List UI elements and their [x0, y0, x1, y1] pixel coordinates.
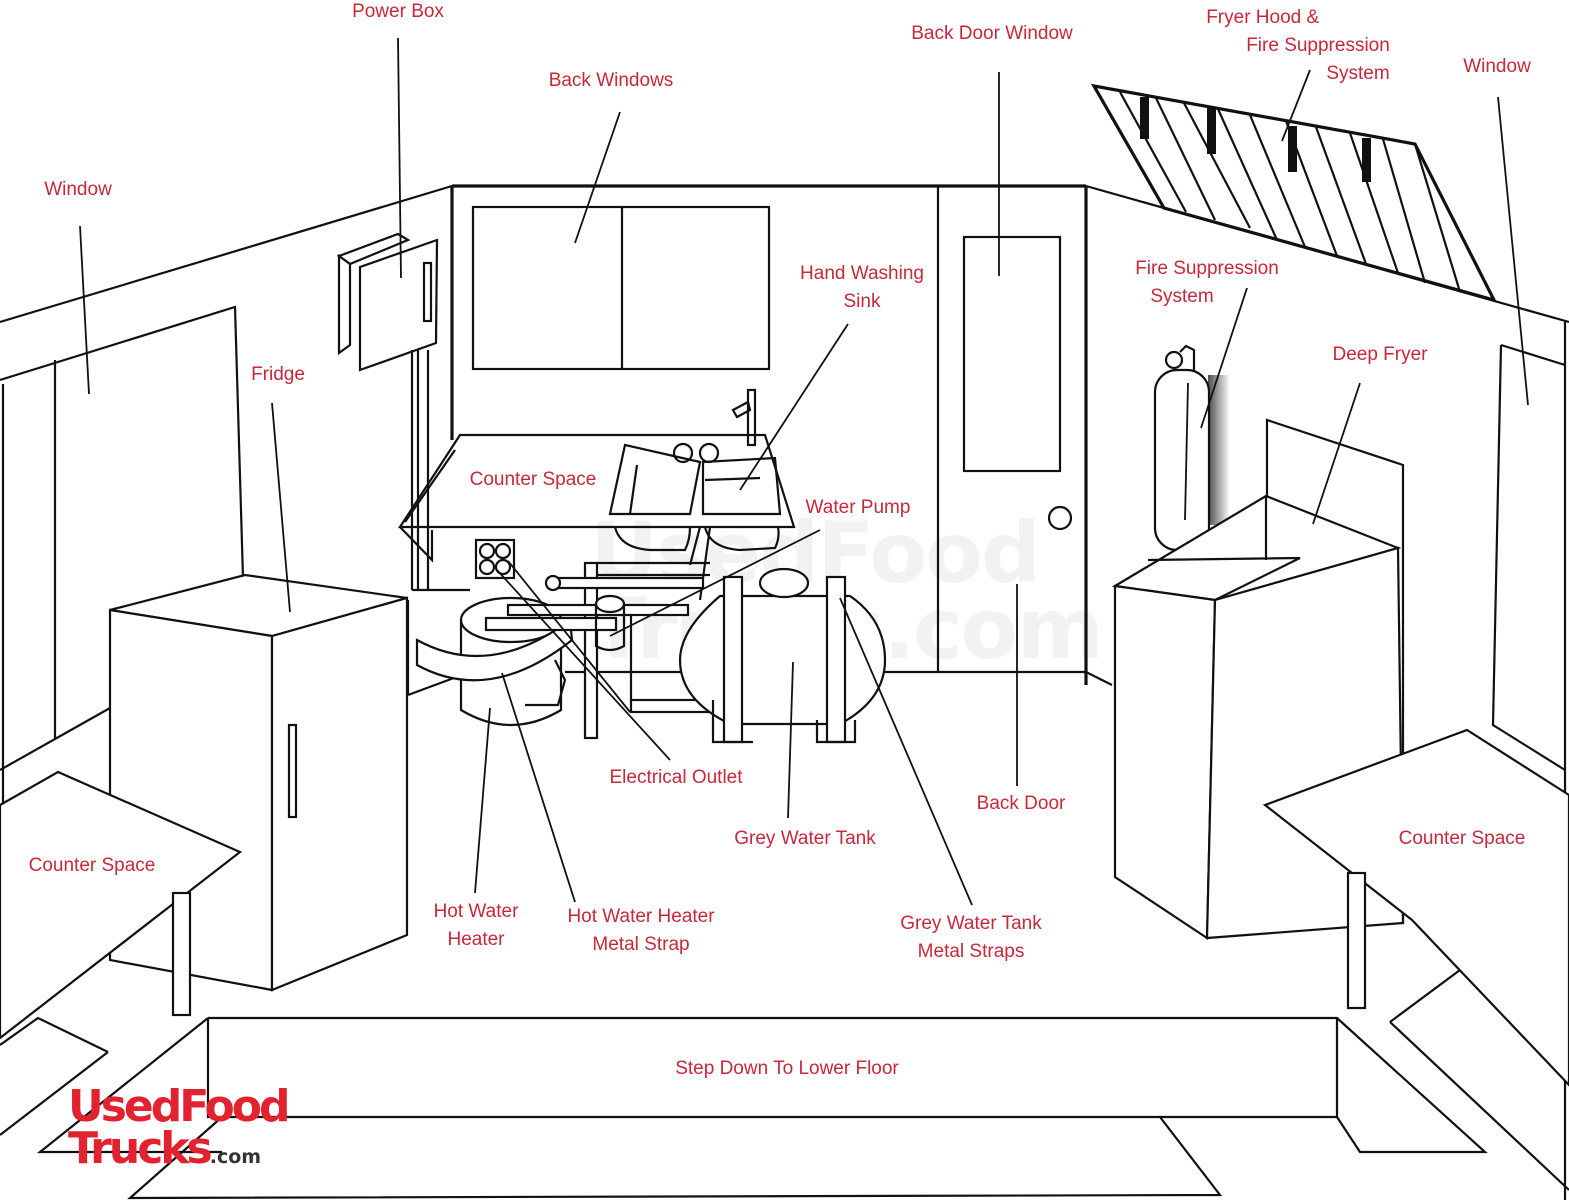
label-power-box: Power Box: [352, 1, 444, 22]
logo-line2: Trucks.com: [68, 1127, 287, 1178]
brand-logo: UsedFood Trucks.com: [68, 1081, 290, 1178]
fryer-hood: [1090, 83, 1498, 303]
logo-suffix: .com: [209, 1146, 262, 1168]
label-deep-fryer: Deep Fryer: [1332, 344, 1428, 365]
label-counter-space-back: Counter Space: [469, 469, 597, 490]
label-grey-water-straps-line2: Metal Straps: [917, 941, 1025, 962]
label-hot-water-heater-line1: Hot Water: [433, 901, 519, 922]
label-electrical-outlet: Electrical Outlet: [609, 767, 743, 788]
label-hot-water-heater-line2: Heater: [447, 929, 505, 950]
label-hand-washing-line2: Sink: [843, 291, 881, 312]
label-back-door: Back Door: [976, 793, 1066, 814]
label-hot-water-strap-line1: Hot Water Heater: [567, 906, 715, 927]
label-fire-suppression: Fire Suppression System: [1135, 255, 1279, 311]
label-fryer-hood-line3: System: [1326, 63, 1390, 84]
label-hot-water-heater: Hot Water Heater: [434, 898, 519, 954]
label-grey-water-straps: Grey Water Tank Metal Straps: [900, 910, 1042, 966]
label-fryer-hood-line1: Fryer Hood &: [1206, 7, 1320, 28]
left-counter: [0, 770, 243, 1136]
electrical-outlet: [474, 538, 516, 580]
label-fire-suppression-line1: Fire Suppression: [1135, 258, 1279, 279]
grey-water-tank: [678, 567, 887, 726]
label-back-windows: Back Windows: [548, 70, 674, 91]
leader-lines: [79, 37, 1529, 906]
back-windows: [471, 205, 771, 371]
label-counter-space-right: Counter Space: [1398, 828, 1526, 849]
power-box: [336, 232, 470, 592]
label-grey-water-tank: Grey Water Tank: [734, 828, 876, 849]
water-pump: [594, 594, 626, 652]
logo-line2-text: Trucks: [68, 1123, 213, 1174]
label-hot-water-strap-line2: Metal Strap: [592, 934, 690, 955]
step-down: [36, 1016, 1488, 1200]
label-step-down: Step Down To Lower Floor: [675, 1058, 899, 1079]
label-window-left: Window: [44, 179, 112, 200]
label-fridge: Fridge: [251, 364, 305, 385]
label-counter-space-left: Counter Space: [28, 855, 156, 876]
label-window-right: Window: [1463, 56, 1531, 77]
back-door: [962, 235, 1073, 531]
label-back-door-window: Back Door Window: [911, 23, 1073, 44]
label-fryer-hood-line2: Fire Suppression: [1246, 35, 1390, 56]
hand-washing-sink: [608, 388, 782, 601]
label-hot-water-heater-strap: Hot Water Heater Metal Strap: [567, 903, 714, 959]
label-fryer-hood: Fryer Hood & Fire Suppression System: [1206, 4, 1390, 88]
fire-extinguisher: [1153, 344, 1230, 552]
label-fire-suppression-line2: System: [1150, 286, 1214, 307]
right-counter: [1262, 728, 1569, 1191]
label-hand-washing-sink: Hand Washing Sink: [800, 260, 924, 316]
label-hand-washing-line1: Hand Washing: [800, 263, 924, 284]
grey-water-tank-straps: [711, 575, 857, 744]
label-water-pump: Water Pump: [805, 497, 911, 518]
logo-line1: UsedFood: [68, 1081, 290, 1132]
back-counter: [397, 433, 796, 563]
fridge: [108, 573, 409, 992]
label-grey-water-straps-line1: Grey Water Tank: [900, 913, 1042, 934]
